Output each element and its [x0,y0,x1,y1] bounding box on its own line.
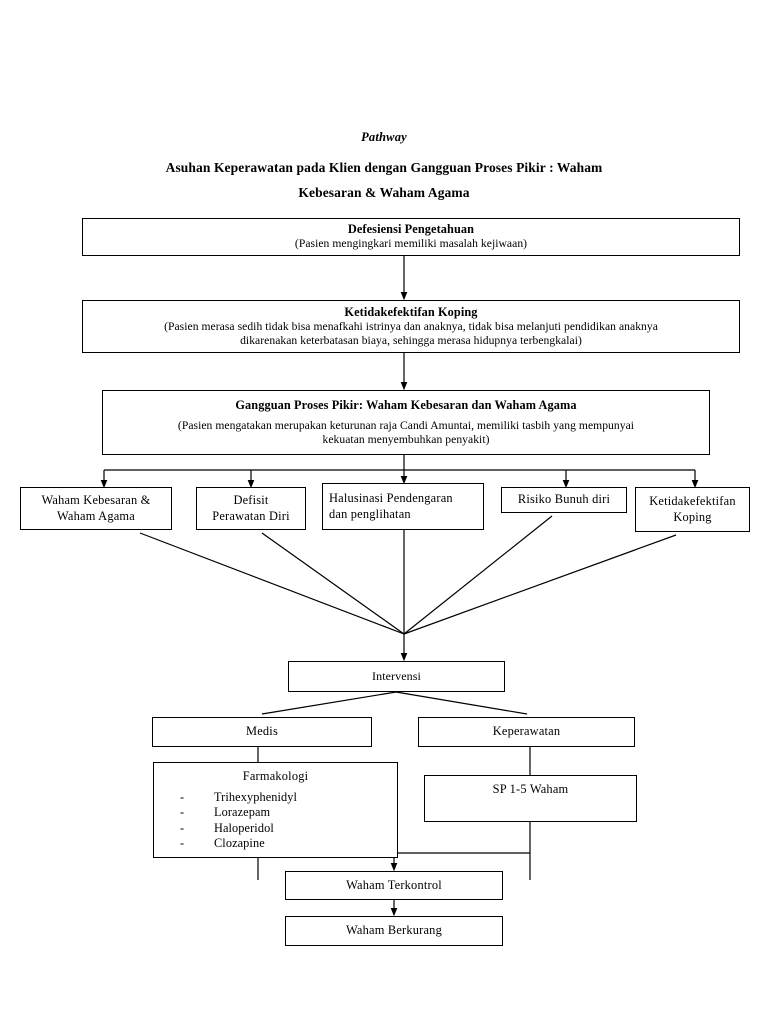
node-d5-line1: Ketidakefektifan [649,494,736,509]
node-defesiensi-heading: Defesiensi Pengetahuan [347,222,475,237]
node-d4-line1: Risiko Bunuh diri [517,492,611,507]
converge-d1 [139,532,405,635]
farmakologi-drug-list: - Trihexyphenidyl - Lorazepam - Haloperi… [154,790,397,851]
drug-name: Clozapine [214,836,265,851]
converge-d5 [403,534,677,635]
list-item: - Trihexyphenidyl [180,790,397,805]
node-defesiensi-detail: (Pasien mengingkari memiliki masalah kej… [294,237,528,251]
split-intervensi-to-keperawatan [395,691,528,715]
node-koping-heading: Ketidakefektifan Koping [344,304,478,319]
node-keperawatan-label: Keperawatan [492,724,561,739]
bullet-dash: - [180,836,185,851]
node-d3-line1: Halusinasi Pendengaran [329,491,453,506]
node-waham-terkontrol: Waham Terkontrol [285,871,503,900]
node-gangguan-detail-line1: (Pasien mengatakan merupakan keturunan r… [177,418,635,432]
node-diagnosis-halusinasi: Halusinasi Pendengaran dan penglihatan [322,483,484,530]
node-waham-berkurang: Waham Berkurang [285,916,503,946]
node-koping-detail-line1: (Pasien merasa sedih tidak bisa menafkah… [164,319,658,333]
node-sp-waham: SP 1-5 Waham [424,775,637,822]
node-gangguan-proses-pikir: Gangguan Proses Pikir: Waham Kebesaran d… [102,390,710,455]
node-d1-line2: Waham Agama [57,508,135,523]
bullet-dash: - [180,805,185,820]
node-diagnosis-risiko-bunuh-diri: Risiko Bunuh diri [501,487,627,513]
list-item: - Clozapine [180,836,397,851]
list-item: - Lorazepam [180,805,397,820]
node-gangguan-detail-line2: kekuatan menyembuhkan penyakit) [322,433,490,446]
node-diagnosis-defisit-perawatan-diri: Defisit Perawatan Diri [196,487,306,530]
bullet-dash: - [180,820,185,835]
bullet-dash: - [180,790,185,805]
node-koping-detail-line2: dikarenakan keterbatasan biaya, sehingga… [240,334,582,347]
node-farmakologi-title: Farmakologi [242,769,309,783]
node-diagnosis-waham-kebesaran-agama: Waham Kebesaran & Waham Agama [20,487,172,530]
node-defesiensi-pengetahuan: Defesiensi Pengetahuan (Pasien mengingka… [82,218,740,256]
converge-d2 [261,532,405,635]
split-intervensi-to-medis [261,691,397,715]
node-diagnosis-ketidakefektifan-koping: Ketidakefektifan Koping [635,487,750,532]
node-intervensi-label: Intervensi [372,669,421,684]
page-subtitle-line1: Asuhan Keperawatan pada Klien dengan Gan… [165,160,603,175]
page-title-pathway: Pathway [361,130,407,144]
node-medis-label: Medis [246,724,278,739]
page-subtitle-line2: Kebesaran & Waham Agama [298,185,470,200]
node-sp-label: SP 1-5 Waham [492,782,569,796]
list-item: - Haloperidol [180,821,397,836]
drug-name: Lorazepam [214,805,271,820]
node-keperawatan: Keperawatan [418,717,635,747]
node-farmakologi: Farmakologi - Trihexyphenidyl - Lorazepa… [153,762,398,858]
node-d1-line1: Waham Kebesaran & [41,493,151,508]
node-ketidakefektifan-koping: Ketidakefektifan Koping (Pasien merasa s… [82,300,740,353]
node-d2-line2: Perawatan Diri [212,508,290,523]
node-d3-line2: dan penglihatan [329,506,411,521]
node-terkontrol-label: Waham Terkontrol [346,877,442,892]
node-intervensi: Intervensi [288,661,505,692]
drug-name: Trihexyphenidyl [214,790,298,805]
node-berkurang-label: Waham Berkurang [346,923,442,938]
node-medis: Medis [152,717,372,747]
node-d2-line1: Defisit [233,493,269,508]
converge-d4 [403,515,553,635]
drug-name: Haloperidol [214,820,274,835]
node-gangguan-heading: Gangguan Proses Pikir: Waham Kebesaran d… [235,397,577,412]
node-d5-line2: Koping [673,509,712,524]
